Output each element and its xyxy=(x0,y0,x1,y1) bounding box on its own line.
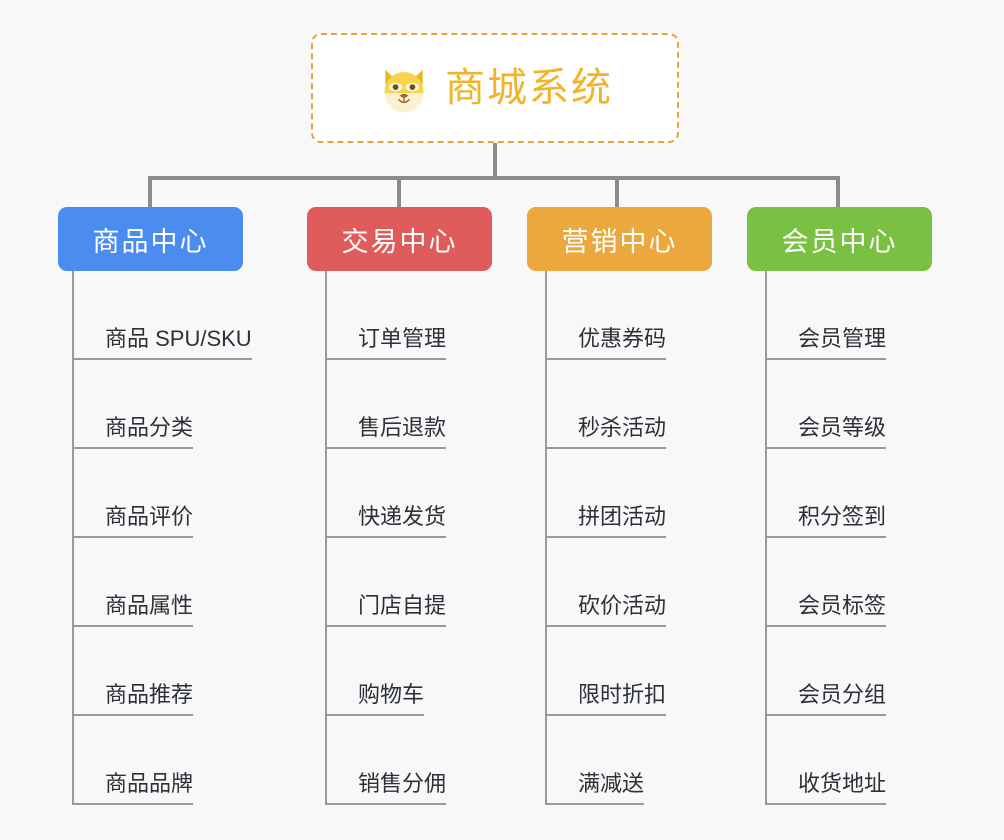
leaf-item[interactable]: 订单管理 xyxy=(325,271,447,360)
leaf-item[interactable]: 商品推荐 xyxy=(72,627,252,716)
leaf-item[interactable]: 门店自提 xyxy=(325,538,447,627)
leaf-item[interactable]: 秒杀活动 xyxy=(545,360,667,449)
leaf-item-label: 商品品牌 xyxy=(72,773,194,805)
leaf-item[interactable]: 快递发货 xyxy=(325,449,447,538)
leaf-item[interactable]: 会员管理 xyxy=(765,271,887,360)
category-label: 交易中心 xyxy=(341,226,458,257)
category-box-会员中心[interactable]: 会员中心 xyxy=(747,207,932,271)
leaf-item[interactable]: 积分签到 xyxy=(765,449,887,538)
leaf-item[interactable]: 满减送 xyxy=(545,716,666,805)
connector-drop-1 xyxy=(148,176,152,209)
category-box-交易中心[interactable]: 交易中心 xyxy=(307,207,492,271)
category-label: 会员中心 xyxy=(781,226,898,257)
leaf-item[interactable]: 砍价活动 xyxy=(545,538,667,627)
leaf-item-label: 商品推荐 xyxy=(72,684,194,716)
leaf-item[interactable]: 商品 SPU/SKU xyxy=(72,271,252,360)
connector-drop-3 xyxy=(615,176,619,209)
leaf-item-label: 会员分组 xyxy=(765,684,887,716)
leaf-item-label: 拼团活动 xyxy=(545,506,667,538)
leaf-item[interactable]: 商品属性 xyxy=(72,538,252,627)
leaf-column-1: 商品 SPU/SKU 商品分类商品评价商品属性商品推荐商品品牌 xyxy=(72,271,252,805)
leaf-item[interactable]: 限时折扣 xyxy=(545,627,667,716)
leaf-item-label: 商品评价 xyxy=(72,506,194,538)
category-label: 营销中心 xyxy=(561,226,678,257)
leaf-item[interactable]: 商品分类 xyxy=(72,360,252,449)
leaf-item[interactable]: 商品评价 xyxy=(72,449,252,538)
leaf-item-label: 商品 SPU/SKU xyxy=(72,328,252,360)
leaf-item-label: 快递发货 xyxy=(325,506,447,538)
leaf-item-label: 会员管理 xyxy=(765,328,887,360)
leaf-rail xyxy=(325,271,327,805)
leaf-item[interactable]: 商品品牌 xyxy=(72,716,252,805)
leaf-item-label: 积分签到 xyxy=(765,506,887,538)
connector-drop-2 xyxy=(397,176,401,209)
leaf-rail xyxy=(765,271,767,805)
leaf-item-label: 购物车 xyxy=(325,684,425,716)
leaf-item[interactable]: 优惠券码 xyxy=(545,271,667,360)
leaf-item[interactable]: 拼团活动 xyxy=(545,449,667,538)
leaf-item-label: 会员等级 xyxy=(765,417,887,449)
connector-drop-4 xyxy=(836,176,840,209)
leaf-column-3: 优惠券码秒杀活动拼团活动砍价活动限时折扣满减送 xyxy=(545,271,667,805)
root-title: 商城系统 xyxy=(445,66,613,110)
leaf-item-label: 销售分佣 xyxy=(325,773,447,805)
leaf-item-label: 门店自提 xyxy=(325,595,447,627)
connector-bus xyxy=(150,176,840,180)
leaf-item-label: 商品属性 xyxy=(72,595,194,627)
leaf-item-label: 砍价活动 xyxy=(545,595,667,627)
leaf-item-label: 会员标签 xyxy=(765,595,887,627)
leaf-item[interactable]: 会员标签 xyxy=(765,538,887,627)
leaf-item-label: 满减送 xyxy=(545,773,645,805)
leaf-item-label: 秒杀活动 xyxy=(545,417,667,449)
leaf-item[interactable]: 销售分佣 xyxy=(325,716,447,805)
category-box-营销中心[interactable]: 营销中心 xyxy=(527,207,712,271)
root-node[interactable]: 商城系统 xyxy=(311,33,679,143)
leaf-item[interactable]: 会员等级 xyxy=(765,360,887,449)
dog-face-icon xyxy=(377,61,431,115)
leaf-column-4: 会员管理会员等级积分签到会员标签会员分组收货地址 xyxy=(765,271,887,805)
leaf-rail xyxy=(545,271,547,805)
connector-stem xyxy=(493,143,497,178)
leaf-item-label: 商品分类 xyxy=(72,417,194,449)
category-box-商品中心[interactable]: 商品中心 xyxy=(58,207,243,271)
leaf-item[interactable]: 售后退款 xyxy=(325,360,447,449)
leaf-item-label: 优惠券码 xyxy=(545,328,667,360)
leaf-item-label: 限时折扣 xyxy=(545,684,667,716)
leaf-rail xyxy=(72,271,74,805)
leaf-item[interactable]: 购物车 xyxy=(325,627,446,716)
leaf-column-2: 订单管理售后退款快递发货门店自提购物车销售分佣 xyxy=(325,271,447,805)
category-label: 商品中心 xyxy=(92,226,209,257)
leaf-item-label: 售后退款 xyxy=(325,417,447,449)
leaf-item-label: 订单管理 xyxy=(325,328,447,360)
leaf-item-label: 收货地址 xyxy=(765,773,887,805)
leaf-item[interactable]: 收货地址 xyxy=(765,716,887,805)
leaf-item[interactable]: 会员分组 xyxy=(765,627,887,716)
